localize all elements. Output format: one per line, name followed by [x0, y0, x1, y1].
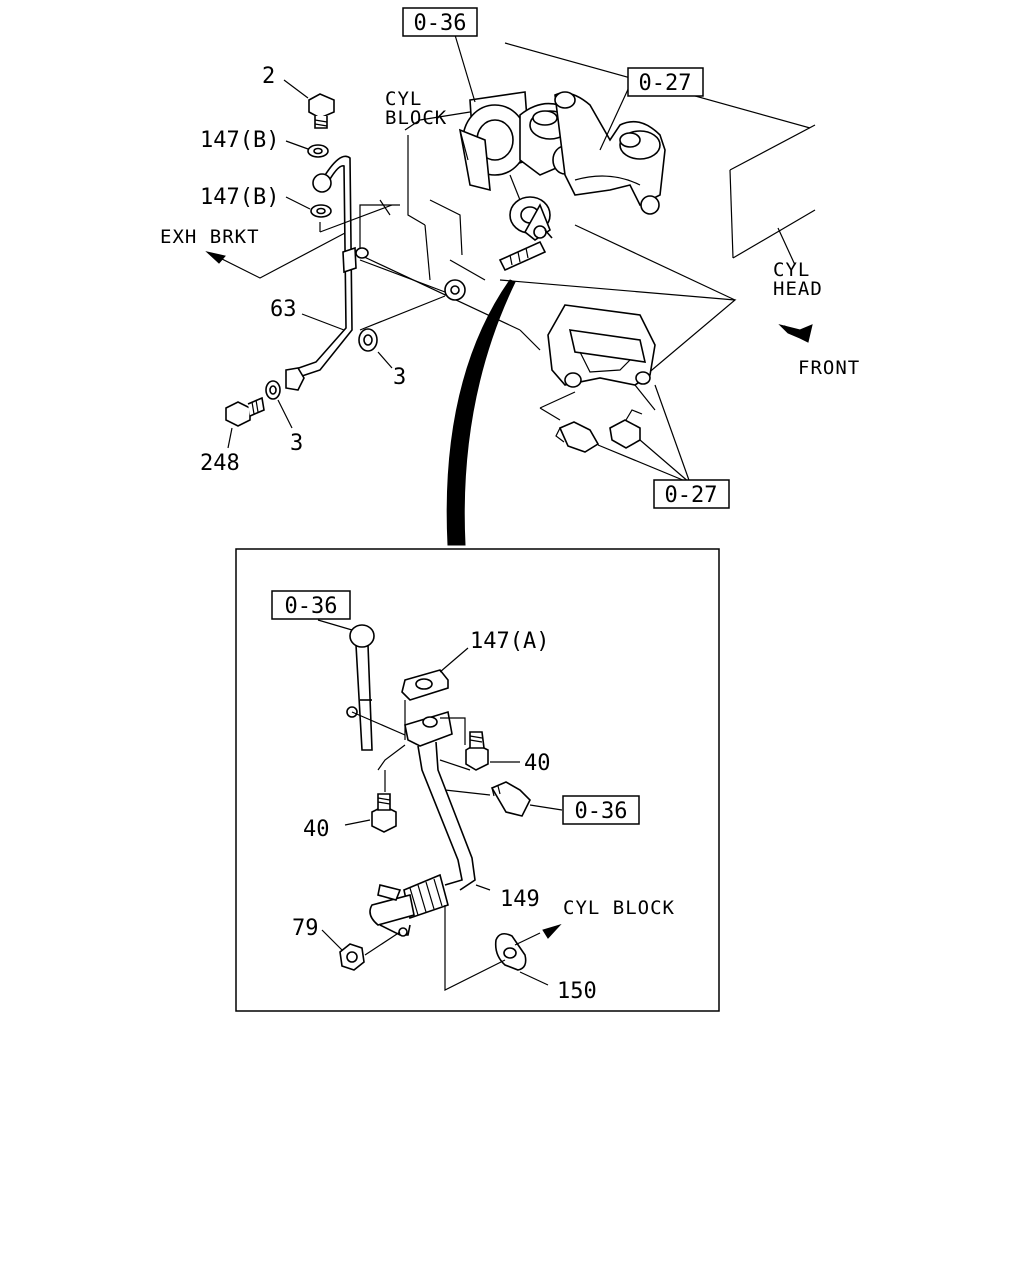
label-part-147a: 147(A)	[470, 629, 549, 654]
caption-cyl-head-line2: HEAD	[773, 278, 823, 300]
caption-cyl-head-line1: CYL	[773, 259, 810, 281]
svg-text:0-36: 0-36	[285, 594, 338, 619]
label-part-147b-upper: 147(B)	[200, 128, 279, 153]
svg-text:0-36: 0-36	[575, 799, 628, 824]
ref-box-027-top: 0-27	[627, 67, 704, 97]
part-2-bolt	[308, 93, 335, 129]
arrow-cyl-block-inset	[542, 924, 562, 939]
part-147a-gasket	[401, 669, 449, 701]
caption-exh-brkt: EXH BRKT	[160, 226, 260, 248]
label-part-3-left: 3	[290, 431, 303, 456]
caption-cyl-block-inset: CYL BLOCK	[563, 897, 675, 919]
ref-box-027-bottom: 0-27	[653, 479, 730, 509]
exhaust-bracket	[547, 304, 656, 388]
ref-box-036-inset-top: 0-36	[271, 590, 351, 620]
detail-inset-frame	[235, 548, 720, 1012]
label-part-150: 150	[557, 979, 597, 1004]
label-part-79: 79	[292, 916, 319, 941]
label-part-40-left: 40	[303, 817, 330, 842]
part-150-gasket	[494, 932, 527, 971]
caption-front: FRONT	[798, 357, 860, 379]
inset-turbo-stub	[346, 624, 406, 751]
caption-cyl-block-line1: CYL	[385, 88, 422, 110]
oil-feed-fitting	[498, 225, 553, 272]
label-part-63: 63	[270, 297, 297, 322]
part-79-nut	[339, 943, 365, 971]
part-147b-washer-upper	[307, 144, 329, 158]
part-40-bolt-left	[371, 793, 397, 833]
label-part-149: 149	[500, 887, 540, 912]
part-149-oil-pipe	[369, 710, 476, 937]
leader-lines-top	[209, 34, 796, 484]
arrow-exh-brkt	[205, 251, 226, 264]
ref-box-036-inset-right: 0-36	[562, 795, 640, 825]
leader-lines-inset	[317, 619, 563, 991]
manifold-bolts	[555, 409, 643, 453]
engine-block-outline	[359, 42, 816, 381]
pipe-mount-bracket	[355, 247, 466, 301]
label-part-248: 248	[200, 451, 240, 476]
inset-banjo-bolt	[490, 781, 531, 817]
part-63-oil-pipe	[285, 155, 357, 391]
part-3-washer-left	[265, 380, 281, 400]
part-147b-washer-lower	[310, 204, 332, 218]
label-part-3-right: 3	[393, 365, 406, 390]
exhaust-manifold	[554, 91, 666, 215]
front-arrow-icon	[778, 324, 813, 343]
label-part-40-right: 40	[524, 751, 551, 776]
svg-text:0-36: 0-36	[414, 11, 467, 36]
part-40-bolt-right	[465, 731, 489, 771]
svg-text:0-27: 0-27	[665, 483, 718, 508]
label-part-2: 2	[262, 64, 275, 89]
part-3-washer-right	[358, 328, 378, 352]
part-248-bolt	[225, 396, 265, 427]
inset-callout-swoosh	[446, 279, 516, 546]
caption-cyl-block-line2: BLOCK	[385, 107, 447, 129]
label-part-147b-lower: 147(B)	[200, 185, 279, 210]
svg-text:0-27: 0-27	[639, 71, 692, 96]
ref-box-036-top: 0-36	[402, 7, 478, 37]
